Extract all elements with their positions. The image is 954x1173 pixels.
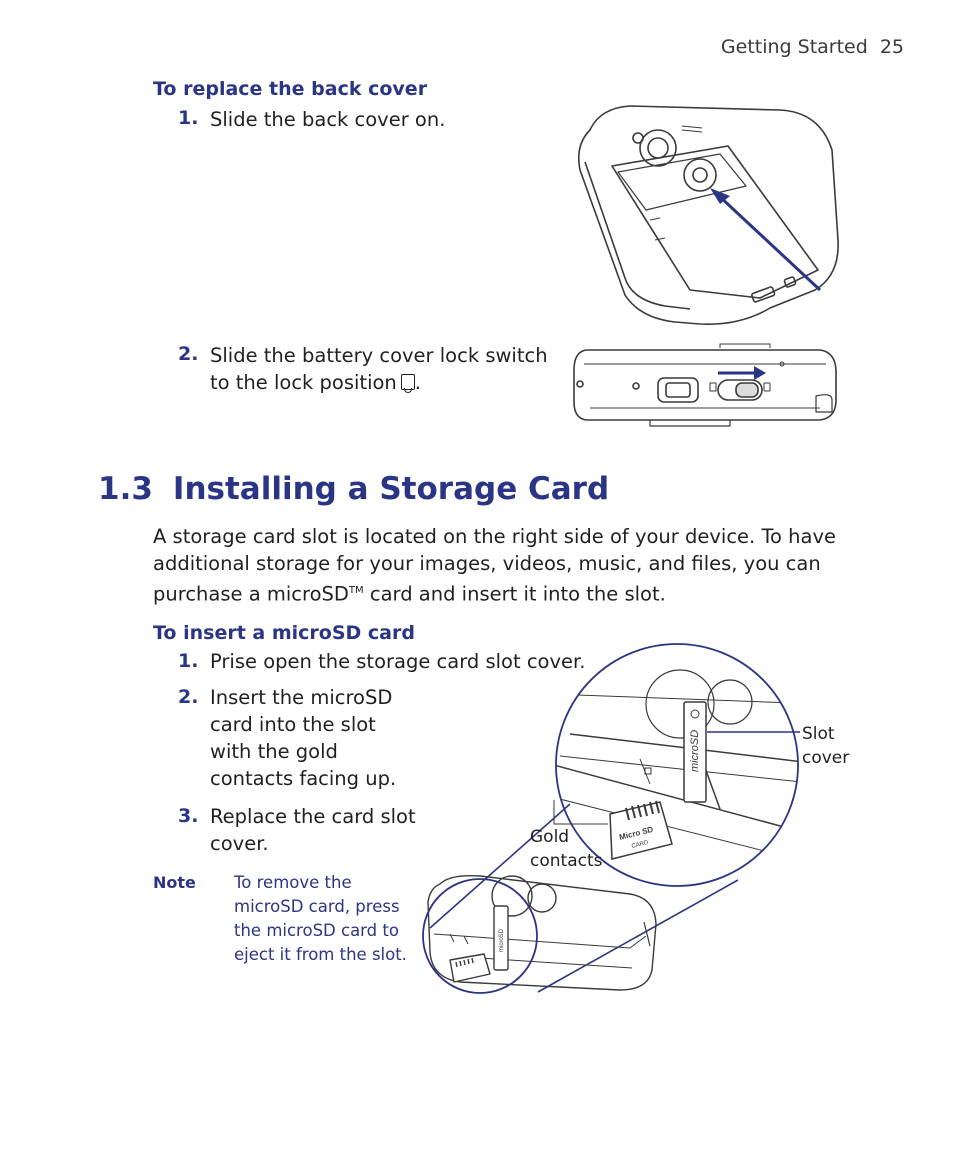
callout-line: cover <box>802 748 850 768</box>
note-line: eject it from the slot. <box>234 945 407 964</box>
step-text-line: cover. <box>210 832 269 855</box>
step-text: Slide the battery cover lock switch to t… <box>210 342 548 396</box>
header-section: Getting Started <box>720 36 868 58</box>
small-slot-label: microSD <box>499 928 505 952</box>
callout-line: contacts <box>530 851 603 871</box>
step-text-line: contacts facing up. <box>210 767 397 790</box>
step-text: Insert the microSD card into the slot wi… <box>210 684 396 792</box>
step-text-line: with the gold <box>210 740 338 763</box>
callout-slot-cover: Slot cover <box>802 722 849 770</box>
note-label: Note <box>153 873 196 892</box>
section-heading: 1.3 Installing a Storage Card <box>98 471 609 507</box>
callout-gold-contacts: Gold contacts <box>530 825 602 873</box>
step-text-part: to the lock position <box>210 371 397 394</box>
section-number: 1.3 <box>98 471 153 507</box>
callout-line: Slot <box>802 724 835 744</box>
step-text-line: Replace the card slot <box>210 805 416 828</box>
step-text: Prise open the storage card slot cover. <box>210 650 586 673</box>
procedure-title-replace-cover: To replace the back cover <box>153 78 428 100</box>
step-text-line: to the lock position. <box>210 369 548 396</box>
procedure-title-insert-card: To insert a microSD card <box>153 622 415 644</box>
step-text-line: card into the slot <box>210 713 376 736</box>
lock-icon <box>400 374 415 393</box>
lock-switch-illustration <box>573 343 837 427</box>
intro-part: purchase a microSD <box>153 582 349 606</box>
callout-line: Gold <box>530 827 570 847</box>
step-text: Slide the back cover on. <box>210 108 446 131</box>
intro-part: card and insert it into the slot. <box>363 582 666 606</box>
running-header: Getting Started 25 <box>721 36 904 58</box>
back-cover-illustration <box>577 105 839 325</box>
page-number: 25 <box>879 36 904 58</box>
card-sub: CARD <box>631 840 650 850</box>
intro-line: A storage card slot is located on the ri… <box>153 525 837 548</box>
note-text: To remove the microSD card, press the mi… <box>234 871 407 967</box>
step-number: 3. <box>178 805 199 827</box>
intro-line: additional storage for your images, vide… <box>153 552 821 575</box>
microsd-illustration: microSD Micro SD CARD <box>422 643 800 994</box>
step-text-suffix: . <box>414 371 421 394</box>
intro-line: purchase a microSDTM card and insert it … <box>153 577 873 608</box>
trademark: TM <box>348 585 364 596</box>
note-line: To remove the <box>234 873 352 892</box>
note-line: the microSD card to <box>234 921 399 940</box>
step-text-line: Insert the microSD <box>210 686 393 709</box>
step-number: 2. <box>178 686 199 708</box>
step-text: Replace the card slot cover. <box>210 803 416 857</box>
step-number: 2. <box>178 343 199 365</box>
slot-label: microSD <box>689 730 701 772</box>
step-number: 1. <box>178 650 199 672</box>
note-line: microSD card, press <box>234 897 400 916</box>
section-title: Installing a Storage Card <box>172 471 610 507</box>
intro-paragraph: A storage card slot is located on the ri… <box>153 523 873 608</box>
step-number: 1. <box>178 107 199 129</box>
step-text-line: Slide the battery cover lock switch <box>210 344 548 367</box>
